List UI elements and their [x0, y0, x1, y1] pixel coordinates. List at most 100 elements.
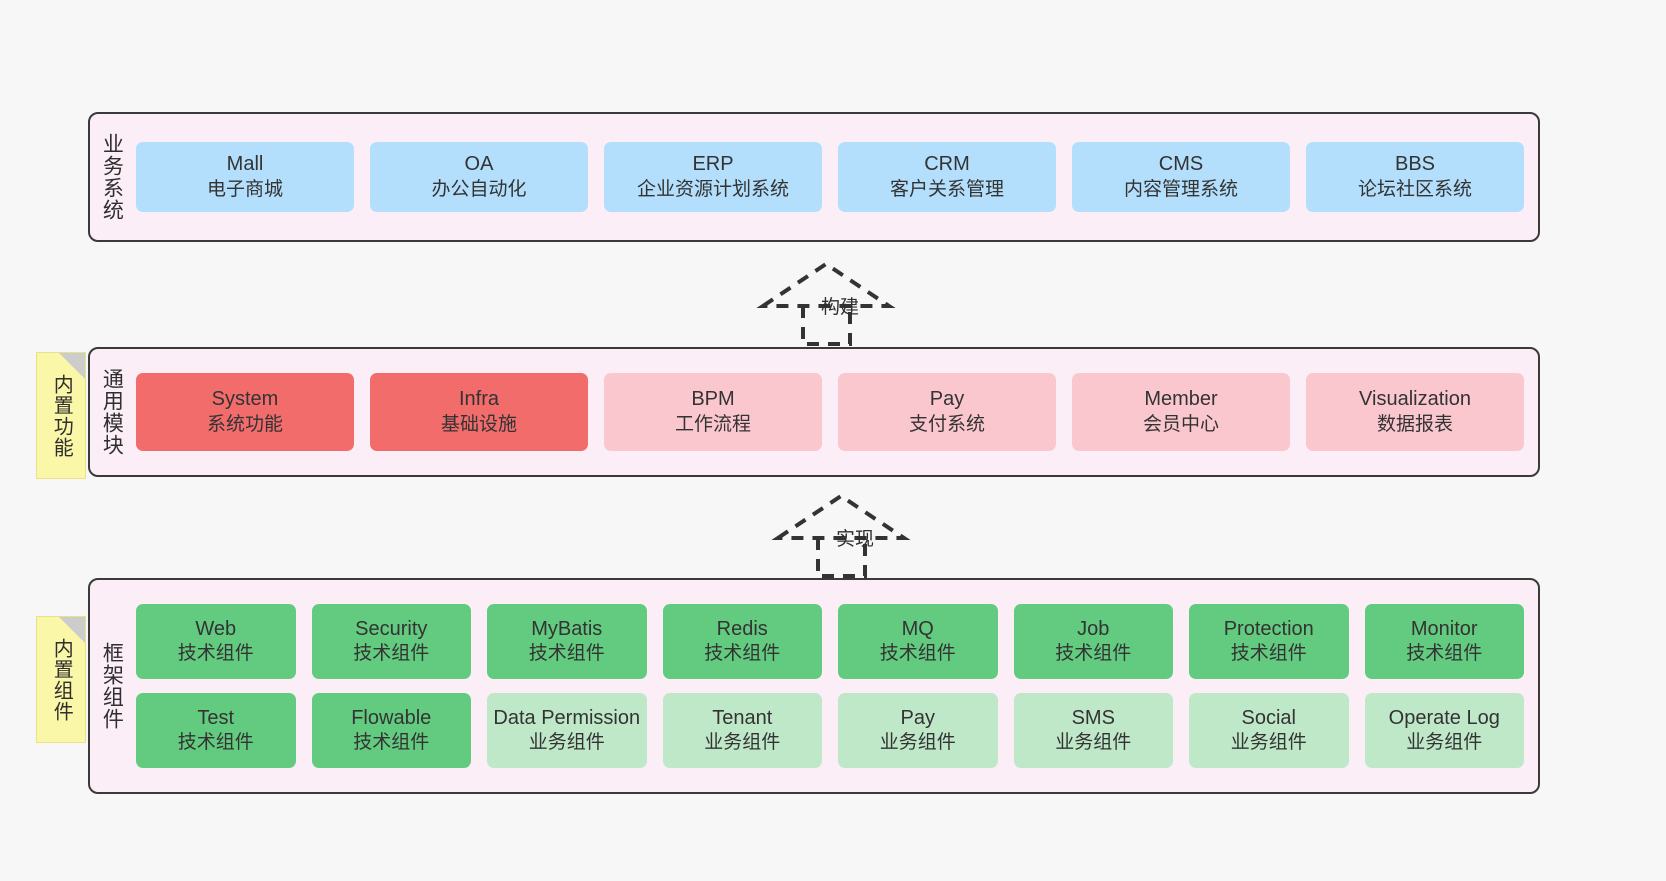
layer-title-business-system: 业务系统: [100, 133, 124, 221]
card-crm[interactable]: CRM 客户关系管理: [838, 142, 1056, 212]
card-subtitle: 技术组件: [177, 643, 254, 665]
card-subtitle: 业务组件: [1055, 732, 1132, 754]
card-title: Protection: [1223, 617, 1314, 640]
card-job[interactable]: Job 技术组件: [1013, 604, 1173, 679]
card-subtitle: 电子商城: [206, 178, 283, 200]
card-web[interactable]: Web 技术组件: [136, 604, 296, 679]
card-row: System 系统功能 Infra 基础设施 BPM 工作流程 Pay 支付系统…: [136, 373, 1524, 451]
card-oa[interactable]: OA 办公自动化: [370, 142, 588, 212]
card-pay-component[interactable]: Pay 业务组件: [838, 693, 998, 768]
card-redis[interactable]: Redis 技术组件: [662, 604, 822, 679]
card-bbs[interactable]: BBS 论坛社区系统: [1306, 142, 1524, 212]
card-title: MQ: [901, 617, 934, 640]
card-sms[interactable]: SMS 业务组件: [1013, 693, 1173, 768]
card-subtitle: 业务组件: [1230, 732, 1307, 754]
layer-title-common-modules: 通用模块: [100, 368, 124, 456]
card-title: System: [211, 388, 279, 411]
card-protection[interactable]: Protection 技术组件: [1189, 604, 1349, 679]
card-title: OA: [464, 153, 494, 176]
card-title: BBS: [1394, 153, 1436, 176]
arrow-label-build: 构建: [821, 297, 860, 318]
card-infra[interactable]: Infra 基础设施: [370, 373, 588, 451]
layer-body-common-modules: System 系统功能 Infra 基础设施 BPM 工作流程 Pay 支付系统…: [132, 349, 1538, 475]
card-bpm[interactable]: BPM 工作流程: [604, 373, 822, 451]
card-data-permission[interactable]: Data Permission 业务组件: [487, 693, 647, 768]
card-title: Visualization: [1359, 388, 1471, 411]
card-subtitle: 业务组件: [1406, 732, 1483, 754]
card-row: Test 技术组件 Flowable 技术组件 Data Permission …: [136, 693, 1524, 768]
card-subtitle: 办公自动化: [431, 178, 527, 200]
card-title: Member: [1144, 388, 1218, 411]
card-operate-log[interactable]: Operate Log 业务组件: [1364, 693, 1524, 768]
card-subtitle: 系统功能: [206, 413, 283, 435]
card-monitor[interactable]: Monitor 技术组件: [1364, 604, 1524, 679]
card-member[interactable]: Member 会员中心: [1072, 373, 1290, 451]
card-subtitle: 技术组件: [528, 643, 605, 665]
card-flowable[interactable]: Flowable 技术组件: [311, 693, 471, 768]
card-title: Mall: [226, 153, 264, 176]
card-subtitle: 技术组件: [704, 643, 781, 665]
card-title: Web: [195, 617, 237, 640]
card-cms[interactable]: CMS 内容管理系统: [1072, 142, 1290, 212]
card-subtitle: 技术组件: [1230, 643, 1307, 665]
card-mybatis[interactable]: MyBatis 技术组件: [487, 604, 647, 679]
layer-common-modules: 通用模块 System 系统功能 Infra 基础设施 BPM 工作流程 Pay…: [88, 347, 1540, 477]
card-subtitle: 数据报表: [1376, 413, 1453, 435]
note-text: 内置组件: [50, 637, 73, 722]
card-subtitle: 业务组件: [704, 732, 781, 754]
layer-body-framework-components: Web 技术组件 Security 技术组件 MyBatis 技术组件 Redi…: [132, 580, 1538, 792]
card-system[interactable]: System 系统功能: [136, 373, 354, 451]
card-title: Social: [1241, 706, 1296, 729]
arrowhead-triangle: [771, 493, 911, 540]
card-title: ERP: [692, 153, 734, 176]
card-title: Data Permission: [493, 706, 641, 729]
card-mall[interactable]: Mall 电子商城: [136, 142, 354, 212]
card-title: CRM: [924, 153, 970, 176]
card-title: Tenant: [712, 706, 773, 729]
card-subtitle: 技术组件: [879, 643, 956, 665]
card-row: Mall 电子商城 OA 办公自动化 ERP 企业资源计划系统 CRM 客户关系…: [136, 142, 1524, 212]
card-title: Pay: [929, 388, 965, 411]
card-subtitle: 客户关系管理: [889, 178, 1004, 200]
card-erp[interactable]: ERP 企业资源计划系统: [604, 142, 822, 212]
page-fold-icon: [59, 617, 85, 643]
layer-title-framework-components: 框架组件: [100, 642, 124, 730]
card-title: Flowable: [351, 706, 432, 729]
card-security[interactable]: Security 技术组件: [311, 604, 471, 679]
card-subtitle: 技术组件: [177, 732, 254, 754]
card-title: Operate Log: [1388, 706, 1500, 729]
card-subtitle: 技术组件: [1055, 643, 1132, 665]
layer-framework-components: 框架组件 Web 技术组件 Security 技术组件 MyBatis 技术组件…: [88, 578, 1540, 794]
card-test[interactable]: Test 技术组件: [136, 693, 296, 768]
card-subtitle: 基础设施: [440, 413, 517, 435]
arrow-label-realize: 实现: [836, 529, 875, 550]
card-subtitle: 技术组件: [353, 643, 430, 665]
card-subtitle: 论坛社区系统: [1357, 178, 1472, 200]
arrow-realize: 实现: [770, 490, 930, 585]
card-title: BPM: [691, 388, 735, 411]
arrowhead-triangle: [756, 261, 896, 308]
card-title: SMS: [1071, 706, 1115, 729]
card-visualization[interactable]: Visualization 数据报表: [1306, 373, 1524, 451]
card-subtitle: 会员中心: [1142, 413, 1219, 435]
card-tenant[interactable]: Tenant 业务组件: [662, 693, 822, 768]
note-built-in-components: 内置组件: [36, 616, 86, 743]
arrow-build: 构建: [755, 258, 915, 353]
card-title: Job: [1077, 617, 1110, 640]
card-pay-module[interactable]: Pay 支付系统: [838, 373, 1056, 451]
card-title: Redis: [716, 617, 768, 640]
card-subtitle: 企业资源计划系统: [636, 178, 789, 200]
card-title: Infra: [458, 388, 500, 411]
card-title: Monitor: [1410, 617, 1478, 640]
card-subtitle: 内容管理系统: [1123, 178, 1238, 200]
card-title: Test: [197, 706, 235, 729]
card-subtitle: 技术组件: [1406, 643, 1483, 665]
note-text: 内置功能: [50, 373, 73, 458]
card-mq[interactable]: MQ 技术组件: [838, 604, 998, 679]
page-fold-icon: [59, 353, 85, 379]
card-subtitle: 业务组件: [879, 732, 956, 754]
card-row: Web 技术组件 Security 技术组件 MyBatis 技术组件 Redi…: [136, 604, 1524, 679]
layer-business-system: 业务系统 Mall 电子商城 OA 办公自动化 ERP 企业资源计划系统 CRM…: [88, 112, 1540, 242]
card-social[interactable]: Social 业务组件: [1189, 693, 1349, 768]
